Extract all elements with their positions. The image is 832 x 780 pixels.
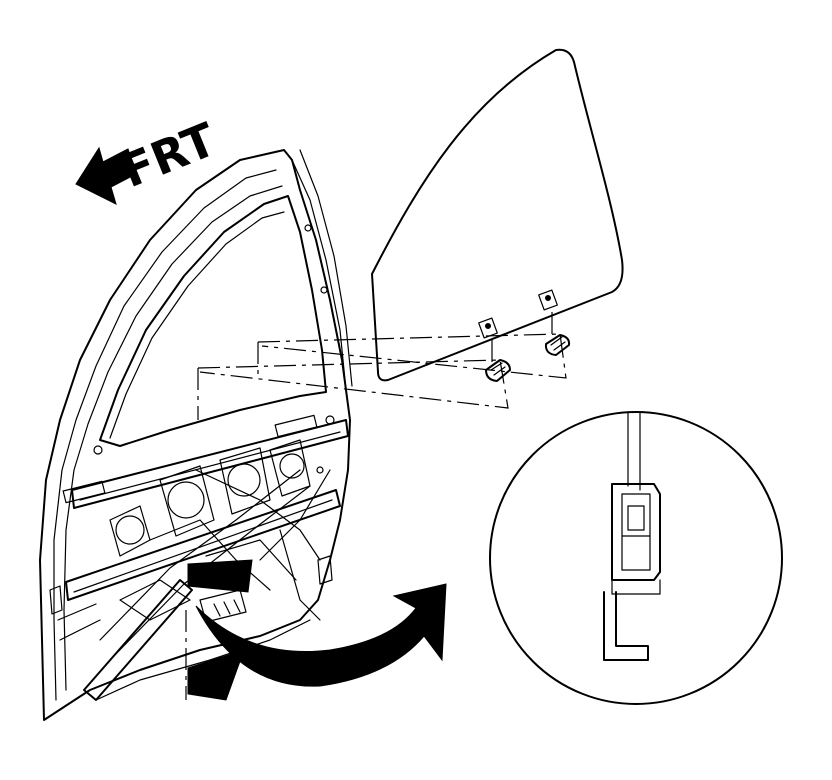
front-direction-label: FRT xyxy=(114,112,224,198)
insert-arrow xyxy=(187,559,253,593)
glass-clips xyxy=(485,334,571,382)
rotate-arrow xyxy=(195,583,447,687)
glass-clip-front xyxy=(544,334,571,356)
glass-clip-detail xyxy=(611,483,661,581)
door-assembly xyxy=(39,149,353,721)
glass-tab-front xyxy=(538,289,558,311)
install-arrows xyxy=(187,559,447,701)
window-regulator xyxy=(109,439,331,623)
front-direction-arrow xyxy=(75,146,137,205)
window-glass xyxy=(371,48,624,382)
detail-callout xyxy=(489,411,783,705)
glass-clip-rear xyxy=(485,359,511,382)
slide-arrow xyxy=(187,649,245,701)
front-direction-indicator: FRT xyxy=(75,112,224,205)
